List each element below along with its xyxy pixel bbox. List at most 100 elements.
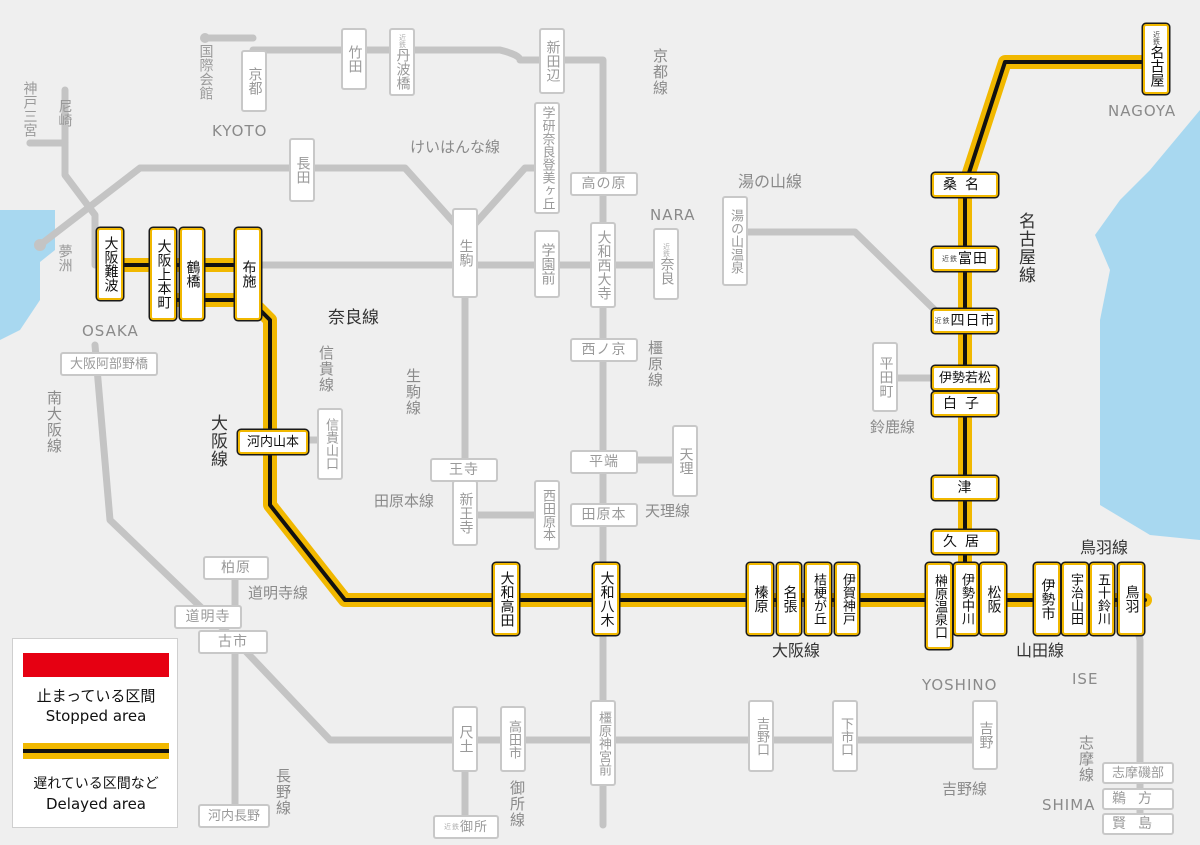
station-kuwana[interactable]: 桑名	[932, 173, 998, 197]
sea-osaka-bay	[0, 210, 55, 340]
label-tenri-line: 天理線	[645, 502, 691, 520]
station-shiroko[interactable]: 白子	[932, 392, 998, 416]
station-nabari[interactable]: 名張	[777, 563, 801, 635]
station-shima-isobe[interactable]: 志摩磯部	[1102, 762, 1174, 784]
kokusai-dot	[200, 33, 210, 43]
station-ikoma[interactable]: 生駒	[452, 208, 478, 298]
station-shakudo[interactable]: 尺土	[452, 706, 478, 772]
station-kashiwara[interactable]: 柏原	[203, 556, 269, 580]
station-yokkaichi[interactable]: 近鉄四日市	[932, 309, 998, 333]
station-kashikojima[interactable]: 賢島	[1102, 813, 1174, 835]
label-suzuka-line: 鈴鹿線	[870, 418, 916, 436]
kintetsu-badge: 近鉄	[942, 254, 958, 263]
station-domyoji[interactable]: 道明寺	[174, 605, 242, 629]
station-yumeshima: 夢洲	[56, 244, 73, 272]
yunoyama-line	[736, 228, 949, 324]
station-kobesannomiya: 神戸三宮	[21, 81, 38, 137]
station-tawaramoto[interactable]: 田原本	[570, 503, 638, 527]
station-fuse[interactable]: 布施	[235, 228, 261, 320]
station-osaka-namba[interactable]: 大阪難波	[97, 228, 123, 300]
station-nagata[interactable]: 長田	[289, 138, 315, 202]
station-ise-nakagawa[interactable]: 伊勢中川	[954, 563, 978, 635]
station-kawachi-yamamoto[interactable]: 河内山本	[238, 430, 308, 454]
kintetsu-badge: 近鉄	[662, 243, 671, 257]
legend-delayed-swatch	[23, 743, 169, 759]
legend-delayed-ja: 遅れている区間など	[33, 776, 159, 792]
station-tenri[interactable]: 天理	[672, 425, 698, 497]
station-tomida[interactable]: 近鉄富田	[932, 247, 998, 271]
station-ouji[interactable]: 王寺	[430, 458, 498, 482]
station-ise-wakamatsu[interactable]: 伊勢若松	[932, 366, 998, 390]
label-minami-osaka-line: 南大阪線	[45, 390, 63, 454]
station-uehommachi[interactable]: 大阪上本町	[150, 228, 176, 320]
label-nagano-line: 長野線	[274, 768, 292, 816]
label-kashihara-line: 橿原線	[646, 340, 664, 388]
station-nishinokyo[interactable]: 西ノ京	[570, 338, 638, 362]
station-shimoichiguchi[interactable]: 下市口	[832, 700, 858, 772]
station-takanohara[interactable]: 高の原	[570, 172, 638, 196]
station-kashihara-jingu[interactable]: 橿原神宮前	[590, 700, 616, 786]
station-gose[interactable]: 近鉄御所	[433, 815, 499, 839]
label-domyoji-line: 道明寺線	[248, 584, 309, 602]
station-abenobashi[interactable]: 大阪阿部野橋	[60, 352, 158, 376]
station-tambabashi[interactable]: 近鉄丹波橋	[389, 28, 415, 96]
station-iseshi[interactable]: 伊勢市	[1034, 563, 1060, 635]
label-yunoyama-line: 湯の山線	[738, 172, 803, 191]
station-shigisanguchi[interactable]: 信貴山口	[317, 408, 343, 480]
label-yamada-line: 山田線	[1016, 641, 1065, 660]
station-yoshino[interactable]: 吉野	[972, 700, 998, 770]
station-kyoto[interactable]: 京都	[241, 50, 267, 112]
station-hiratacho[interactable]: 平田町	[872, 342, 898, 412]
legend-stopped-ja: 止まっている区間	[36, 687, 156, 705]
station-yoshinoguchi[interactable]: 吉野口	[748, 700, 774, 772]
label-nara-line: 奈良線	[328, 308, 379, 328]
station-toba[interactable]: 鳥羽	[1118, 563, 1144, 635]
station-yamato-takada[interactable]: 大和高田	[493, 563, 519, 635]
label-shigi-line: 信貴線	[317, 345, 335, 393]
station-yamato-saidaiji[interactable]: 大和西大寺	[590, 222, 616, 308]
kintetsu-badge: 近鉄	[443, 822, 460, 831]
station-tsuruhashi[interactable]: 鶴橋	[180, 228, 204, 320]
area-shima: SHIMA	[1042, 796, 1096, 814]
station-yunoyama[interactable]: 湯の山温泉	[722, 196, 748, 286]
label-ikoma-line: 生駒線	[404, 368, 422, 416]
station-takeda[interactable]: 竹田	[341, 28, 367, 90]
station-kikyogaoka[interactable]: 桔梗が丘	[805, 563, 831, 635]
sea-ise-bay	[1095, 110, 1200, 540]
label-toba-line: 鳥羽線	[1080, 538, 1129, 557]
station-matsusaka[interactable]: 松阪	[980, 563, 1006, 635]
station-amagasaki: 尼崎	[56, 99, 73, 127]
station-hirahata[interactable]: 平端	[570, 450, 638, 474]
station-gakken-nara[interactable]: 学研奈良登美ヶ丘	[534, 102, 560, 214]
station-ugata[interactable]: 鵜方	[1102, 788, 1174, 810]
station-ujiyamada[interactable]: 宇治山田	[1062, 563, 1088, 635]
station-shintanabe[interactable]: 新田辺	[539, 28, 565, 94]
station-gakuenmae[interactable]: 学園前	[534, 230, 560, 298]
station-hisai[interactable]: 久居	[932, 530, 998, 554]
label-nagoya-line: 名古屋線	[1015, 212, 1035, 284]
station-kokusai[interactable]: 国際会館	[197, 44, 214, 100]
station-haibara[interactable]: 榛原	[747, 563, 773, 635]
station-sakakibara[interactable]: 榊原温泉口	[926, 563, 952, 649]
area-kyoto: KYOTO	[212, 122, 268, 140]
legend-stopped-en: Stopped area	[45, 707, 147, 725]
station-nagoya[interactable]: 近鉄名古屋	[1143, 24, 1169, 94]
station-shin-ouji[interactable]: 新王寺	[452, 480, 478, 546]
station-nara[interactable]: 近鉄奈良	[653, 228, 679, 300]
label-shima-line: 志摩線	[1077, 735, 1095, 783]
station-furuichi[interactable]: 古市	[198, 630, 268, 654]
station-isuzugawa[interactable]: 五十鈴川	[1090, 563, 1114, 635]
legend: 止まっている区間 Stopped area 遅れている区間など Delayed …	[12, 638, 178, 828]
station-kawachi-nagano[interactable]: 河内長野	[198, 804, 270, 828]
keihanna-line	[36, 164, 549, 249]
label-tawaramoto-line: 田原本線	[374, 492, 435, 510]
station-takadashi[interactable]: 高田市	[500, 706, 526, 772]
area-nagoya: NAGOYA	[1108, 102, 1177, 120]
station-iga-kambe[interactable]: 伊賀神戸	[835, 563, 859, 635]
station-tsu[interactable]: 津	[932, 476, 998, 500]
legend-stopped-swatch	[23, 653, 169, 677]
station-yamato-yagi[interactable]: 大和八木	[593, 563, 619, 635]
station-nishi-tawaramoto[interactable]: 西田原本	[534, 480, 560, 550]
label-gose-line: 御所線	[508, 780, 526, 828]
